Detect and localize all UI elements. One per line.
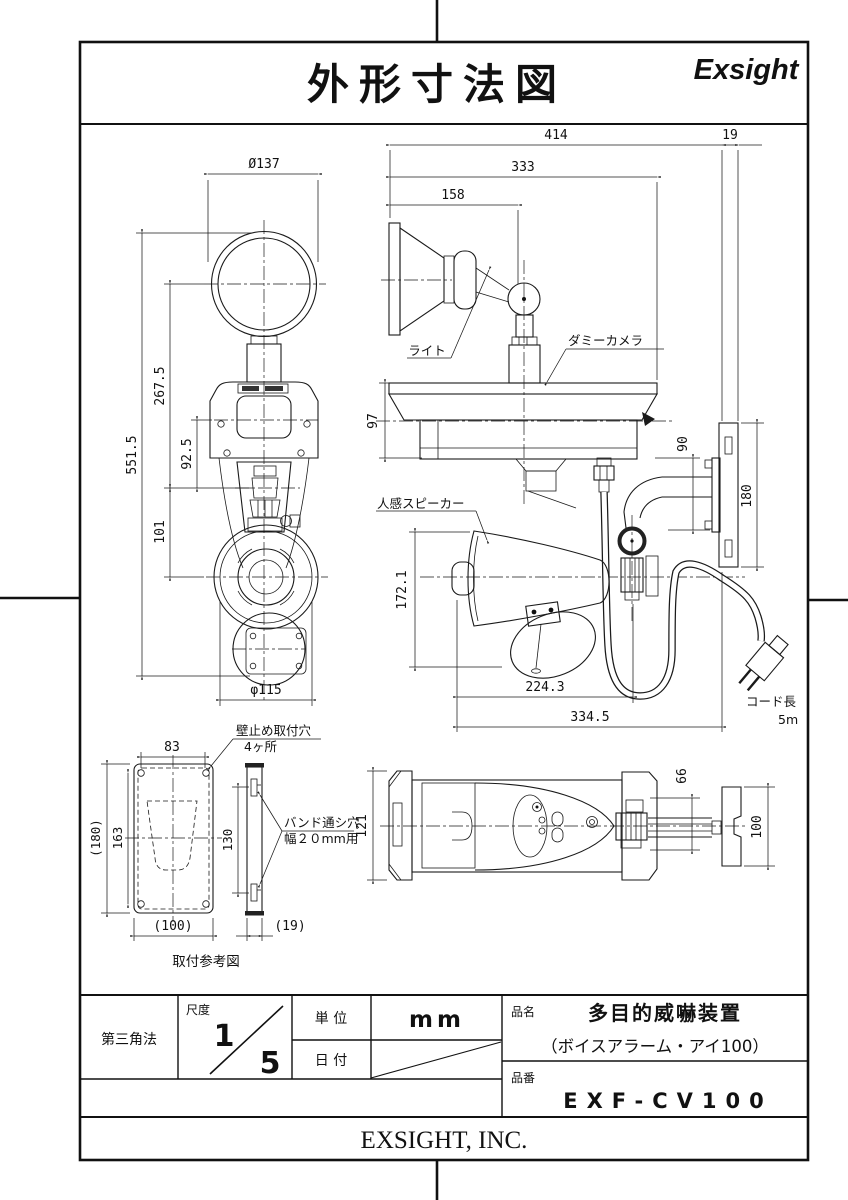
dim-plate-hole-h: 163 [110, 827, 125, 850]
side-bottom-dimensions: 172.1 224.3 334.5 [395, 528, 726, 732]
unit-label: 単 位 [315, 1011, 347, 1027]
dim-speaker-h: 172.1 [395, 570, 410, 609]
label-cord-length-value: 5m [778, 712, 798, 727]
label-band-hole: バンド通シ穴 [284, 815, 360, 830]
dim-plate-w: (100) [153, 919, 192, 934]
title-block: 第三角法 尺度 1 5 単 位 mm 日 付 品名 多目的威嚇装置 （ボイスアラ… [80, 994, 808, 1154]
top-view: 121 66 100 [355, 767, 775, 884]
scale-numerator: 1 [214, 1019, 235, 1054]
dim-front-dia-top: Ø137 [248, 157, 279, 172]
dim-side-plate-h: 180 [740, 484, 755, 507]
product-code-label: 品番 [511, 1071, 535, 1085]
label-cord-length: コード長 [746, 694, 797, 709]
unit-value: mm [409, 1007, 465, 1033]
dim-front-h3: 101 [153, 520, 168, 543]
label-mount-ref: 取付参考図 [172, 953, 240, 970]
product-name-line1: 多目的威嚇装置 [588, 1001, 742, 1025]
product-name-label: 品名 [511, 1004, 535, 1019]
dim-plate-h: (180) [88, 819, 103, 857]
side-view-top: ライト ダミーカメラ 414 19 333 158 97 [366, 128, 764, 571]
product-name-line2: （ボイスアラーム・アイ100） [541, 1037, 769, 1056]
dim-front-overall: 551.5 [125, 435, 140, 474]
company-name: EXSIGHT, INC. [361, 1127, 528, 1154]
dim-side-base-h: 97 [366, 413, 381, 429]
brand-logo: Exsight [694, 54, 800, 86]
power-plug [738, 634, 789, 692]
dim-side-arm-h: 90 [676, 436, 691, 452]
dim-plate-hole-w: 83 [164, 740, 180, 755]
top-view-dimensions: 121 66 100 [355, 767, 775, 884]
dim-top-plate-w: 100 [750, 815, 765, 838]
dim-plate-t: (19) [274, 919, 305, 934]
front-view-dimensions: Ø137 551.5 267.5 92.5 101 φ115 [125, 157, 322, 706]
dim-side-overall: 414 [544, 128, 568, 143]
scale-denominator: 5 [260, 1046, 281, 1081]
dim-front-h2: 92.5 [180, 438, 195, 469]
plate-dimensions: 83 (180) 163 130 (100) (19) [88, 740, 306, 941]
scale-label: 尺度 [186, 1002, 210, 1017]
mount-plate-view: 壁止め取付穴 4ヶ所 バンド通シ穴 幅２０mm用 取付参考図 83 (180) … [88, 723, 360, 970]
product-code-value: EXF-CV100 [563, 1089, 772, 1113]
dim-side-horn-w: 158 [441, 188, 464, 203]
dim-side-w1: 224.3 [525, 680, 564, 695]
label-band-hole-width: 幅２０mm用 [284, 831, 358, 846]
date-label: 日 付 [315, 1053, 347, 1069]
dim-top-arm-h: 66 [675, 768, 690, 784]
label-wall-hole-count: 4ヶ所 [244, 739, 277, 754]
side-view-bottom: コード長 5m 人感スピーカー [376, 422, 798, 732]
dim-top-body-w: 121 [355, 814, 370, 837]
drawing-frame [78, 40, 810, 1162]
label-light: ライト [408, 343, 446, 358]
label-dummy-camera: ダミーカメラ [568, 333, 643, 348]
dim-front-h1: 267.5 [153, 366, 168, 405]
dim-side-wall-t: 19 [722, 128, 738, 143]
side-top-dimensions: 414 19 333 158 97 90 180 [366, 128, 764, 571]
page-title: 外形寸法図 [307, 60, 567, 109]
label-sensor-speaker: 人感スピーカー [377, 496, 465, 511]
label-wall-hole: 壁止め取付穴 [236, 723, 312, 738]
dim-side-plate-w: 333 [511, 160, 534, 175]
dim-side-w2: 334.5 [570, 710, 609, 725]
dim-front-dia-bottom: φ115 [250, 683, 281, 698]
front-view: Ø137 551.5 267.5 92.5 101 φ115 [125, 157, 328, 706]
projection-method: 第三角法 [101, 1031, 157, 1048]
dim-plate-slot-span: 130 [220, 829, 235, 852]
